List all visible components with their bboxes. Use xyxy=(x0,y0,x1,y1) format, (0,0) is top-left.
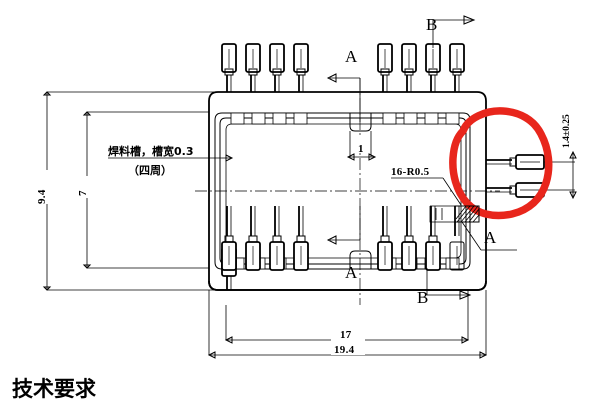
lead-pin xyxy=(293,206,309,271)
dimension-inner-height-label: 7 xyxy=(77,190,89,196)
section-mark-a-right: A xyxy=(461,221,517,251)
note-solder-groove: 焊料槽，槽宽0.3 （四周） xyxy=(108,144,234,177)
dimension-pin-pitch: 1 xyxy=(346,131,377,161)
body-bottom-edge xyxy=(208,280,487,291)
section-mark-a-bottom: A xyxy=(326,206,361,282)
lead-pin xyxy=(401,43,417,92)
lead-pin xyxy=(221,43,237,92)
lead-pin xyxy=(245,43,261,92)
center-key-notch-top xyxy=(349,113,372,132)
section-mark-b-top-label: B xyxy=(426,15,437,34)
section-mark-b-top: B xyxy=(426,15,476,48)
dimension-pin-thickness-label: 1.4±0.25 xyxy=(562,114,572,148)
hatched-section-detail xyxy=(429,205,480,223)
lead-pin xyxy=(269,206,285,271)
dimension-inner-height: 7 xyxy=(77,111,125,269)
section-mark-b-bottom-label: B xyxy=(417,288,428,307)
dimension-pin-thickness: 1.4±0.25 xyxy=(552,100,577,200)
inner-notch-row-top xyxy=(230,112,460,125)
page-title: 技术要求 xyxy=(12,377,96,401)
section-mark-a-top: A xyxy=(326,47,361,122)
bottom-lead-pins xyxy=(221,206,465,271)
lead-pin xyxy=(425,206,441,271)
lead-pin xyxy=(401,206,417,271)
lead-pin xyxy=(293,43,309,92)
dimension-overall-height-label: 9.4 xyxy=(36,189,48,204)
section-mark-a-bottom-label: A xyxy=(345,263,358,282)
center-key-notch-bottom xyxy=(349,250,372,269)
lead-pin xyxy=(377,206,393,271)
section-mark-a-top-label: A xyxy=(345,47,358,66)
lead-pin xyxy=(269,43,285,92)
lead-pin xyxy=(449,43,465,92)
dimension-overall-width-label: 19.4 xyxy=(334,344,355,356)
note-corner-radius-label: 16-R0.5 xyxy=(391,166,430,178)
top-left-lead-group xyxy=(221,43,309,92)
dimension-overall-height: 9.4 xyxy=(32,91,130,291)
red-circle-annotation xyxy=(449,107,553,220)
top-right-lead-group xyxy=(377,43,465,92)
section-mark-a-right-label: A xyxy=(484,228,497,247)
extension-lines-left xyxy=(125,91,218,291)
lead-pin xyxy=(245,206,261,271)
dimension-overall-width: 19.4 xyxy=(207,290,488,359)
note-solder-groove-line2: （四周） xyxy=(128,164,172,177)
dimension-body-width-label: 17 xyxy=(340,329,352,341)
note-corner-radius: 16-R0.5 xyxy=(391,166,462,206)
section-mark-b-bottom: B xyxy=(417,268,472,307)
note-solder-groove-line1: 焊料槽，槽宽0.3 xyxy=(108,144,194,158)
lead-pin xyxy=(221,206,237,271)
dimension-pin-pitch-label: 1 xyxy=(358,143,364,155)
lead-pin xyxy=(377,43,393,92)
